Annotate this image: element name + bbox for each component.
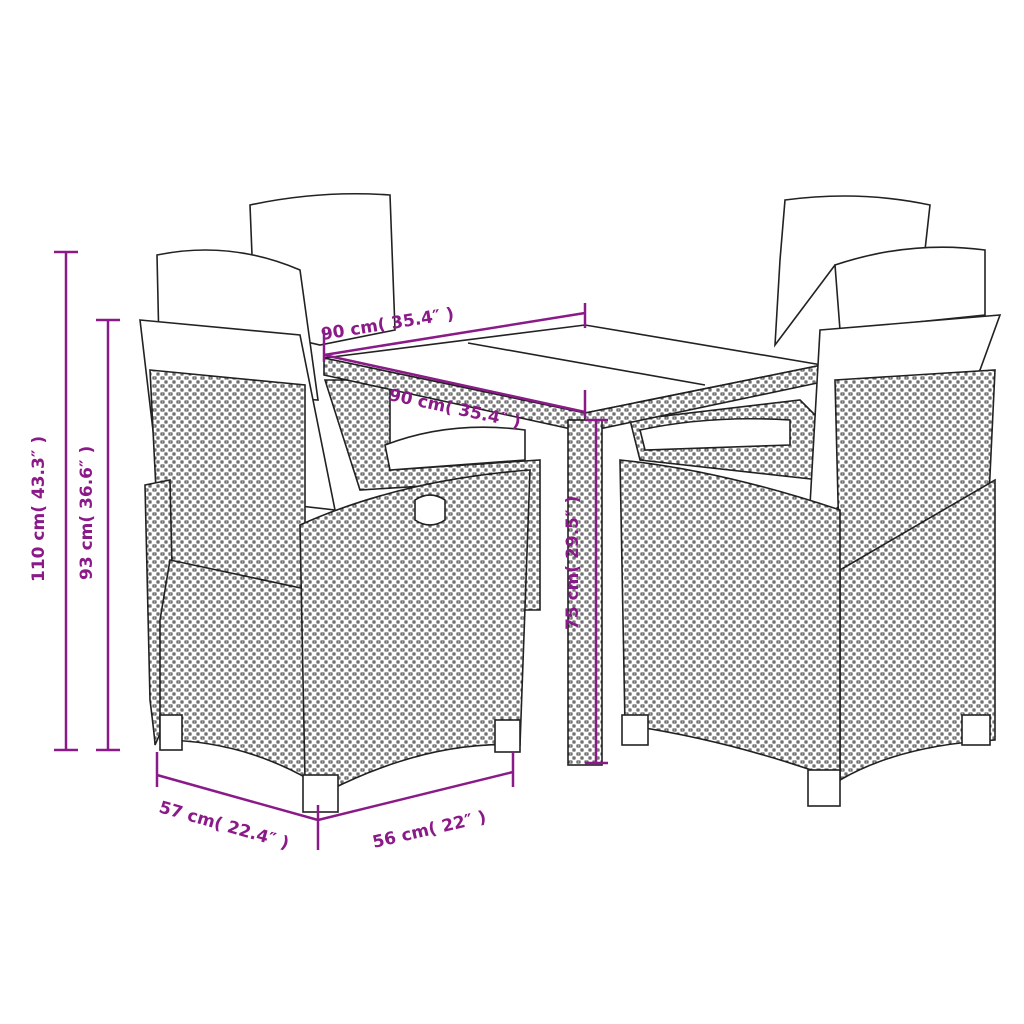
chair-depth-dimension-line xyxy=(155,752,320,850)
chair-height-max-label: 110 cm( 43.3″ ) xyxy=(29,436,49,582)
recline-handle-icon xyxy=(414,494,446,526)
table-height-label: 75 cm( 29.5″ ) xyxy=(563,496,583,630)
chair-height-max-dimension-line xyxy=(54,250,78,752)
front-right-armrest-front xyxy=(619,459,841,782)
front-left-leg-1 xyxy=(159,714,183,751)
chair-width-label: 56 cm( 22″ ) xyxy=(371,807,489,853)
table-top-seam xyxy=(467,342,706,386)
front-right-leg-2 xyxy=(807,769,841,807)
chair-width-dimension-line xyxy=(317,752,515,822)
dimension-lines xyxy=(54,250,608,850)
front-right-side-panel xyxy=(839,478,996,782)
table-width-dimension-line xyxy=(322,303,587,362)
table-height-dimension-line xyxy=(585,418,608,765)
table-depth-dimension-line xyxy=(323,353,587,418)
back-right-seat-cushion xyxy=(639,417,791,451)
back-left-seat-cushion xyxy=(384,426,526,471)
back-right-chair xyxy=(629,195,931,481)
front-left-backrest xyxy=(149,369,306,591)
chair-height-label: 93 cm( 36.6″ ) xyxy=(77,446,97,580)
front-right-headrest-cushion xyxy=(834,246,986,331)
front-right-leg-3 xyxy=(961,714,991,746)
front-left-leg-2 xyxy=(302,774,339,813)
front-left-leg-3 xyxy=(494,719,521,753)
chair-height-dimension-line xyxy=(96,318,120,752)
front-left-chair xyxy=(139,249,531,813)
front-right-leg-1 xyxy=(621,714,649,746)
front-right-chair xyxy=(619,246,1002,807)
